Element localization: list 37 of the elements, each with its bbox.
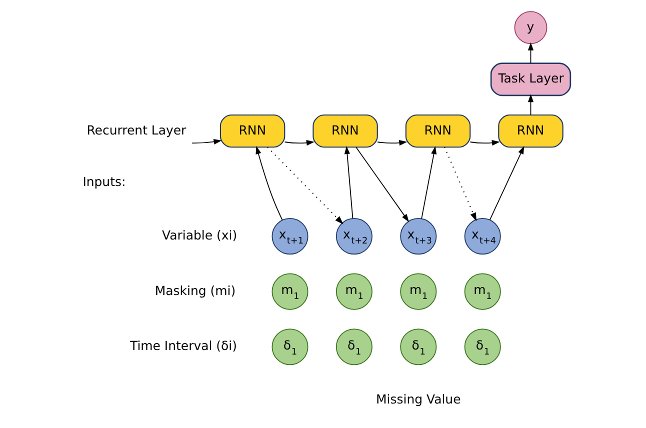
arrow <box>489 146 524 220</box>
node-circle: δ$_{1}$ <box>272 328 308 366</box>
node-circle: m$_{1}$ <box>400 273 437 310</box>
node-circle: x$_{t+3}$ <box>400 218 437 255</box>
arrow <box>192 138 222 145</box>
node-circle: x$_{t+1}$ <box>272 218 308 255</box>
arrow <box>356 146 410 222</box>
node-box: RNN <box>312 114 378 148</box>
node-circle: x$_{t+2}$ <box>336 218 372 255</box>
label: Masking (mi) <box>154 282 236 298</box>
arrow <box>528 42 534 64</box>
node-circle: δ$_{1}$ <box>400 328 437 366</box>
arrow <box>470 140 500 146</box>
node-box: RNN <box>498 114 564 148</box>
label: Inputs: <box>82 174 126 190</box>
arrow <box>256 146 283 220</box>
node-circle: m$_{1}$ <box>272 273 308 310</box>
arrow <box>377 140 408 146</box>
node-circle: m$_{1}$ <box>464 273 501 310</box>
node-text: Recurrent Layer <box>86 122 186 138</box>
node-box: RNN <box>220 114 286 148</box>
node-circle: m$_{1}$ <box>336 273 372 310</box>
label: Missing Value <box>376 392 461 407</box>
node-circle: δ$_{1}$ <box>336 328 372 366</box>
arrow <box>444 146 477 222</box>
label: Time Interval (δi) <box>130 338 237 354</box>
arrow <box>528 94 534 116</box>
node-circle: x$_{t+4}$ <box>464 218 501 255</box>
arrow <box>421 146 437 219</box>
node-box: Task Layer <box>490 62 572 96</box>
arrow <box>344 146 354 219</box>
node-box: RNN <box>405 114 471 148</box>
arrow <box>267 146 344 224</box>
node-circle: δ$_{1}$ <box>464 328 501 366</box>
node-circle: y <box>514 11 548 44</box>
arrow <box>284 140 314 146</box>
label: Variable (xi) <box>162 228 238 243</box>
